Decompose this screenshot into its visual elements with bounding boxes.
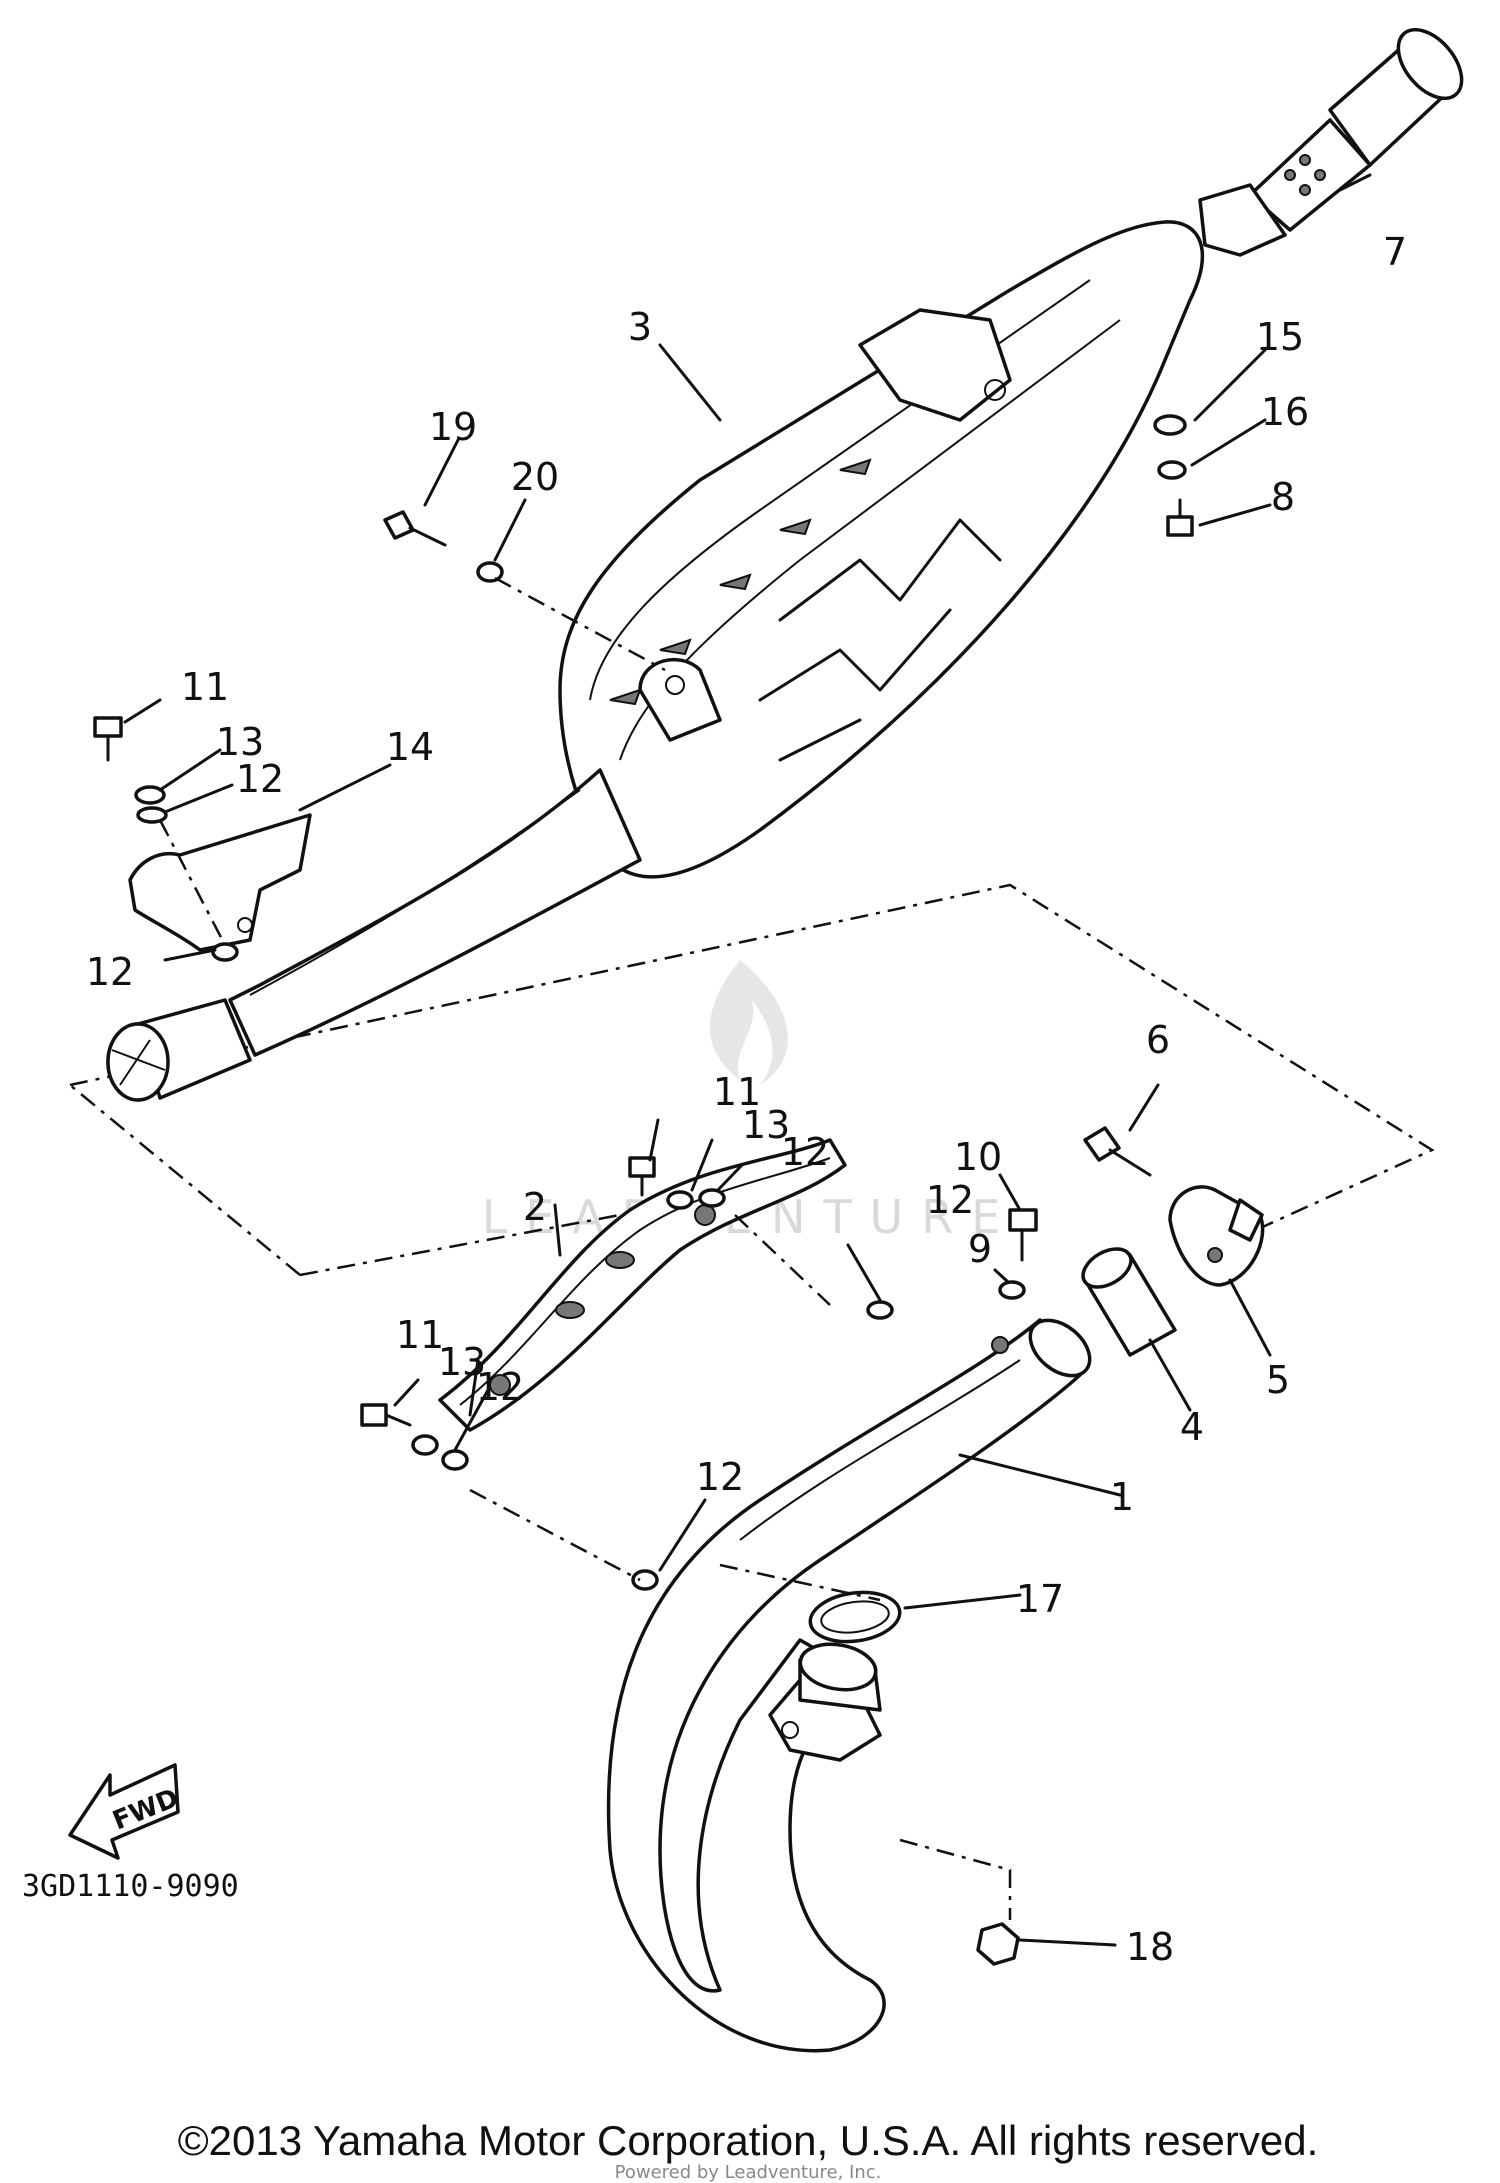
callout-12-right: 12 — [926, 1178, 974, 1222]
gasket — [808, 1590, 902, 1644]
callout-20: 20 — [511, 455, 559, 499]
callout-6: 6 — [1146, 1018, 1170, 1062]
callout-11-mid: 11 — [713, 1070, 761, 1114]
callout-11-top: 11 — [181, 665, 229, 709]
diagram-code: 3GD1110-9090 — [22, 1869, 239, 1904]
callout-14: 14 — [386, 725, 434, 769]
muffler-inlet-pipe — [106, 768, 642, 1102]
callout-17: 17 — [1016, 1577, 1064, 1621]
callout-5: 5 — [1266, 1358, 1290, 1402]
exhaust-pipe — [606, 1318, 1092, 2053]
callout-9: 9 — [968, 1227, 992, 1271]
callout-12-low: 12 — [476, 1365, 524, 1409]
callout-12-left: 12 — [86, 950, 134, 994]
callout-13-low: 13 — [438, 1340, 486, 1384]
fasteners — [93, 414, 1194, 1966]
callout-12-mid: 12 — [781, 1130, 829, 1174]
callout-11-low: 11 — [396, 1313, 444, 1357]
joint-pipe — [1081, 1247, 1177, 1357]
callout-19: 19 — [429, 405, 477, 449]
callout-8: 8 — [1271, 475, 1295, 519]
muffler-body — [558, 220, 1205, 879]
callout-10: 10 — [954, 1135, 1002, 1179]
callout-16: 16 — [1261, 390, 1309, 434]
callout-15: 15 — [1256, 315, 1304, 359]
leader-lines — [123, 173, 1372, 1947]
callout-7: 7 — [1383, 230, 1407, 274]
spark-arrestor — [1198, 27, 1464, 257]
footer-credit: Powered by Leadventure, Inc. — [615, 2162, 882, 2183]
bracket-guard — [128, 813, 312, 952]
callout-labels: 3 7 15 16 8 19 20 11 13 12 14 12 6 10 9 … — [86, 230, 1407, 1969]
clamp — [1168, 1185, 1265, 1287]
callout-12-top: 12 — [236, 757, 284, 801]
callout-1: 1 — [1110, 1475, 1134, 1519]
callout-18: 18 — [1126, 1925, 1174, 1969]
forward-arrow-icon: FWD — [68, 1763, 183, 1860]
copyright-text: ©2013 Yamaha Motor Corporation, U.S.A. A… — [178, 2117, 1319, 2164]
heat-guard — [438, 1138, 847, 1432]
callout-13-mid: 13 — [742, 1103, 790, 1147]
callout-13-top: 13 — [216, 720, 264, 764]
callout-4: 4 — [1180, 1405, 1204, 1449]
callout-2: 2 — [523, 1185, 547, 1229]
callout-3: 3 — [628, 305, 652, 349]
callout-12-bottom: 12 — [696, 1455, 744, 1499]
